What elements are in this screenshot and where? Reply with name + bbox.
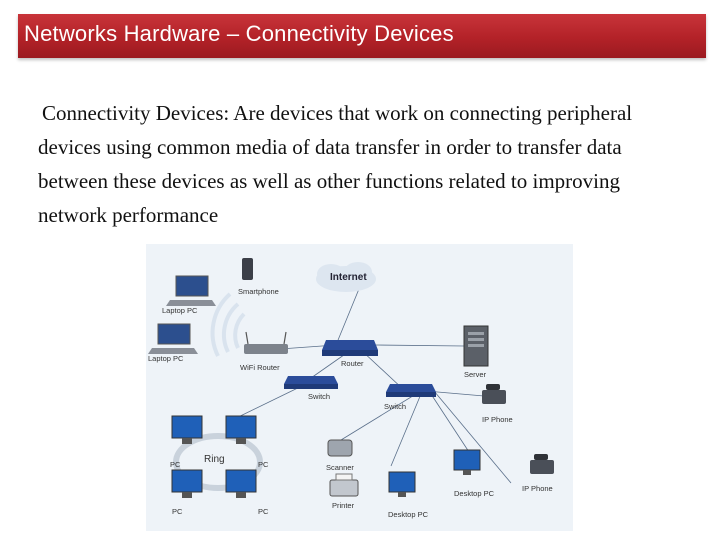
- printer-label: Printer: [332, 501, 355, 510]
- desktop-pc-label-2: Desktop PC: [454, 489, 495, 498]
- body-line-2: devices using common media of data trans…: [38, 135, 622, 159]
- server-icon: [463, 325, 489, 367]
- laptop-icon-1: [166, 275, 216, 306]
- pc-icon-3: [171, 469, 203, 498]
- internet-label: Internet: [330, 272, 367, 283]
- laptop-label-2: Laptop PC: [148, 354, 184, 363]
- printer-icon: [329, 473, 359, 497]
- pc-label-3: PC: [172, 507, 183, 516]
- router-icon: [322, 340, 378, 356]
- network-diagram-svg: Internet Smartphone Laptop PC Laptop PC …: [148, 258, 554, 519]
- scanner-icon: [327, 439, 353, 457]
- wifi-router-label: WiFi Router: [240, 363, 280, 372]
- connection-lines: [227, 283, 512, 484]
- ring-topology-icon: [173, 433, 263, 491]
- switch-label-2: Switch: [384, 402, 406, 411]
- internet-cloud-icon: [316, 262, 376, 292]
- smartphone-icon: [242, 258, 253, 280]
- laptop-icon-2: [148, 323, 198, 354]
- scanner-label: Scanner: [326, 463, 354, 472]
- ring-label: Ring: [204, 454, 225, 465]
- pc-icon-2: [225, 415, 257, 444]
- pc-icon-1: [171, 415, 203, 444]
- pc-label-2: PC: [258, 460, 269, 469]
- network-diagram: Internet Smartphone Laptop PC Laptop PC …: [146, 244, 573, 531]
- laptop-label-1: Laptop PC: [162, 306, 198, 315]
- pc-label-4: PC: [258, 507, 269, 516]
- switch-icon-1: [284, 376, 338, 389]
- body-line-4: network performance: [38, 203, 219, 227]
- desktop-pc-label-1: Desktop PC: [388, 510, 429, 519]
- desktop-pc-icon-2: [453, 449, 481, 475]
- ip-phone-label-1: IP Phone: [482, 415, 513, 424]
- server-label: Server: [464, 370, 487, 379]
- pc-label-1: PC: [170, 460, 181, 469]
- slide-body-text: Connectivity Devices: Are devices that w…: [38, 96, 700, 232]
- switch-icon-2: [386, 384, 436, 397]
- slide-title-bar: Networks Hardware – Connectivity Devices: [18, 14, 706, 58]
- ip-phone-label-2: IP Phone: [522, 484, 553, 493]
- slide-title: Networks Hardware – Connectivity Devices: [24, 21, 454, 46]
- desktop-pc-icon-1: [388, 471, 416, 497]
- wifi-signal-arcs: [210, 292, 246, 357]
- router-label: Router: [341, 359, 364, 368]
- wifi-router-icon: [244, 331, 288, 354]
- smartphone-label: Smartphone: [238, 287, 279, 296]
- ip-phone-icon-2: [530, 454, 554, 474]
- body-line-3: between these devices as well as other f…: [38, 169, 620, 193]
- body-line-1: Connectivity Devices: Are devices that w…: [42, 101, 633, 125]
- switch-label-1: Switch: [308, 392, 330, 401]
- ip-phone-icon-1: [482, 384, 506, 404]
- pc-icon-4: [225, 469, 257, 498]
